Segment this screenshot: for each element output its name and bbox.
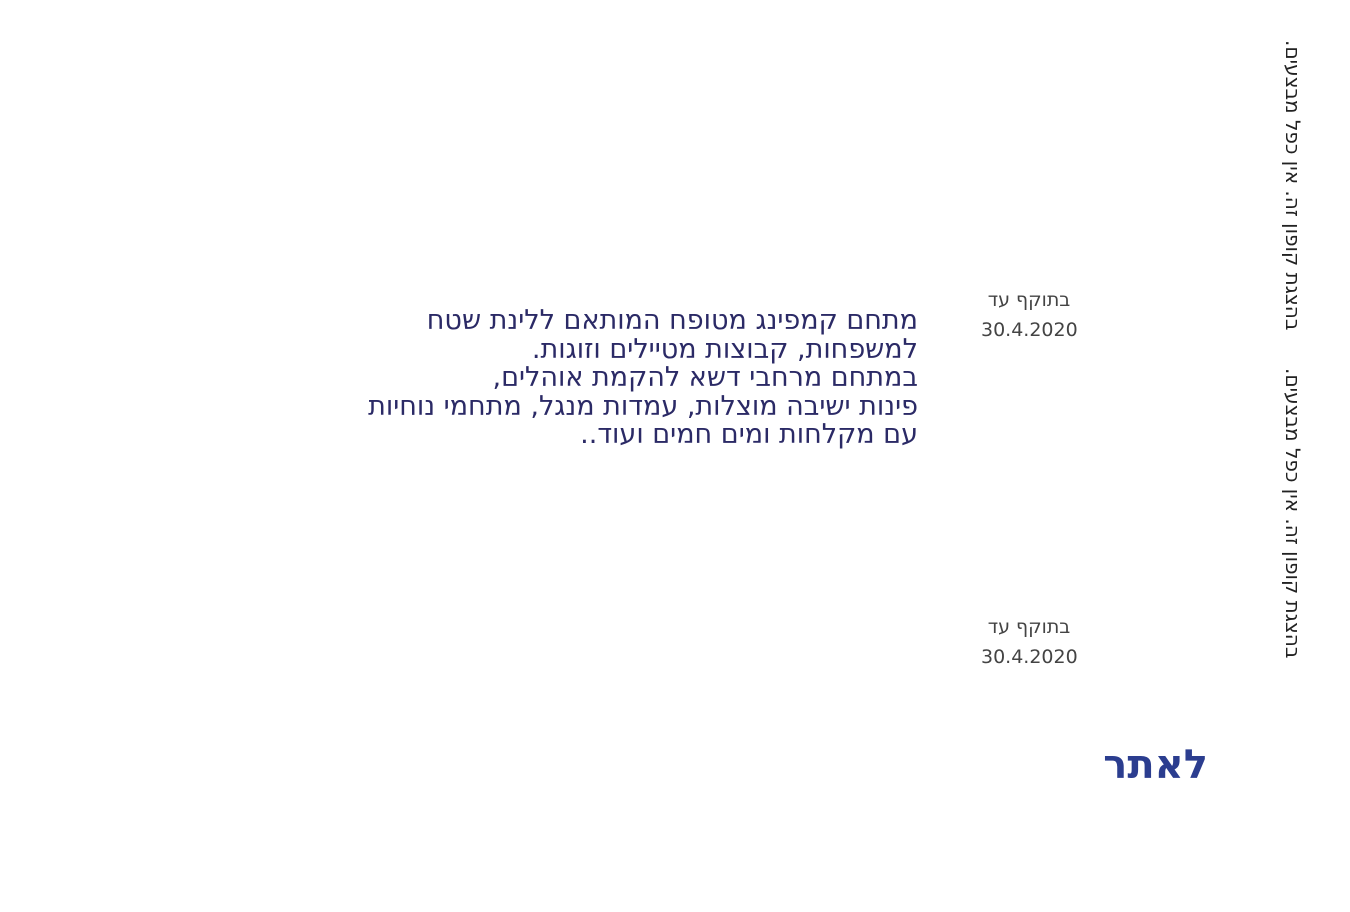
validity-date: 30.4.2020: [981, 646, 1078, 668]
description-line: פינות ישיבה מוצלות, עמדות מנגל, מתחמי נו…: [368, 390, 918, 422]
description-line: למשפחות, קבוצות מטיילים וזוגות.: [531, 333, 918, 365]
validity-label: בתוקף עד: [987, 616, 1071, 638]
side-note: בהצגת קופון זה. אין כפל מבצעים.: [1281, 368, 1305, 659]
description-line: עם מקלחות ומים חמים ועוד..: [580, 419, 918, 450]
validity-block: בתוקף עד 30.4.2020: [981, 612, 1078, 672]
validity-block: בתוקף עד 30.4.2020: [981, 285, 1078, 345]
side-note: בהצגת קופון זה. אין כפל מבצעים.: [1281, 40, 1305, 331]
coupon-description: מתחם קמפינג מטופח המותאם ללינת שטח למשפח…: [318, 305, 918, 450]
validity-label: בתוקף עד: [987, 289, 1071, 311]
site-link[interactable]: לאתר: [1103, 742, 1208, 788]
description-line: במתחם מרחבי דשא להקמת אוהלים,: [492, 362, 918, 393]
description-line: מתחם קמפינג מטופח המותאם ללינת שטח: [426, 305, 918, 336]
validity-date: 30.4.2020: [981, 319, 1078, 341]
